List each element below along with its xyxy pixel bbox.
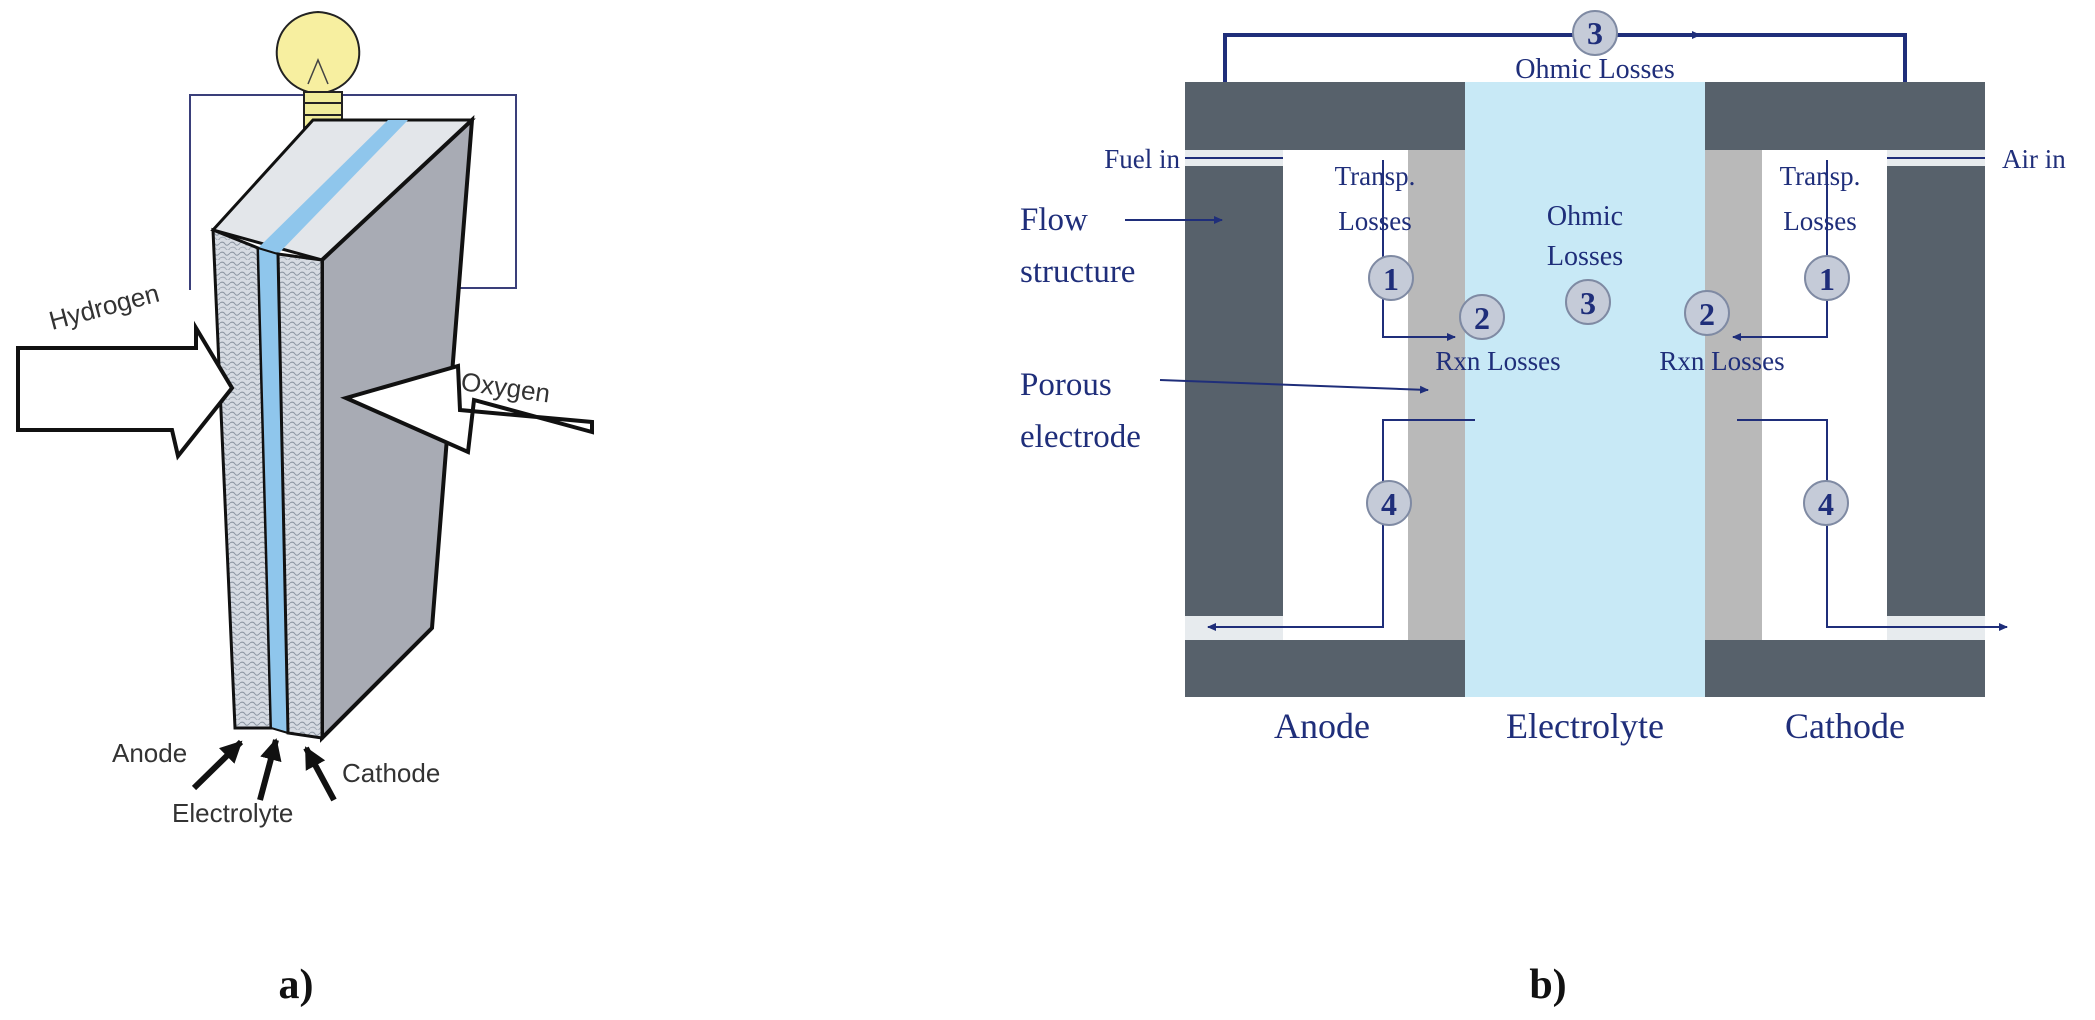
structure-label: structure (1020, 254, 1135, 290)
panel-a-fuel-cell-sketch: Hydrogen Oxygen Anode Electrolyte Cathod… (16, 10, 594, 1008)
anode-transp-losses-label: Losses (1338, 206, 1412, 236)
ohmic-label-center: Ohmic (1547, 201, 1623, 232)
air-in-label: Air in (2002, 144, 2066, 174)
cathode-layer (276, 252, 324, 740)
marker-1-cathode-number: 1 (1819, 261, 1835, 297)
cathode-transport-path (1732, 160, 1828, 341)
anode-transp-label: Transp. (1335, 161, 1416, 191)
marker-4-cathode-number: 4 (1818, 486, 1834, 522)
cathode-plate-top (1705, 82, 1985, 150)
cathode-plate-side (1887, 166, 1985, 616)
electrolyte-label: Electrolyte (172, 798, 293, 828)
flow-label: Flow (1020, 202, 1088, 238)
marker-2-anode (1459, 294, 1505, 340)
electrolyte-bottom-label: Electrolyte (1506, 706, 1664, 746)
cathode-bottom-label: Cathode (1785, 706, 1905, 746)
anode-rxn-losses-label: Rxn Losses (1435, 346, 1560, 376)
marker-4-anode (1366, 480, 1412, 526)
cathode-transp-losses-label: Losses (1783, 206, 1857, 236)
marker-1-cathode (1804, 255, 1850, 301)
oxygen-arrow (340, 363, 594, 455)
marker-1-anode (1368, 255, 1414, 301)
marker-3-top-number: 3 (1587, 15, 1603, 51)
electrolyte-region (1465, 82, 1705, 697)
ohmic-losses-label-center: Losses (1547, 241, 1623, 272)
electrolyte-pointer-arrow (257, 738, 282, 801)
porous-electrode-pointer (1159, 379, 1429, 394)
anode-bottom-label: Anode (1274, 706, 1370, 746)
caption-a: a) (279, 962, 314, 1008)
marker-3-center-number: 3 (1580, 285, 1596, 321)
cathode-plate-bottom (1705, 640, 1985, 697)
hydrogen-arrow (16, 320, 235, 461)
porous-label: Porous (1020, 367, 1112, 403)
anode-label: Anode (112, 738, 187, 768)
cathode-pointer-arrow (303, 746, 337, 802)
cathode-transp-label: Transp. (1780, 161, 1861, 191)
panel-b-loss-schematic: 3 Ohmic Losses Fuel in Air in Flow struc… (1020, 10, 2066, 1008)
anode-transport-path (1382, 160, 1456, 341)
ohmic-losses-top-label: Ohmic Losses (1515, 54, 1674, 85)
marker-2-cathode-number: 2 (1699, 296, 1715, 332)
marker-3-center (1565, 279, 1611, 325)
fuel-in-label: Fuel in (1104, 144, 1180, 174)
caption-b: b) (1529, 962, 1566, 1008)
anode-plate-bottom (1185, 640, 1465, 697)
cathode-rxn-losses-label: Rxn Losses (1659, 346, 1784, 376)
marker-2-anode-number: 2 (1474, 300, 1490, 336)
circuit-wire (189, 94, 517, 290)
marker-4-cathode (1803, 480, 1849, 526)
anode-porous-electrode (1408, 150, 1465, 640)
marker-3-top (1572, 10, 1618, 56)
hydrogen-label: Hydrogen (46, 278, 163, 336)
anode-plate-side (1185, 166, 1283, 616)
electrode-label: electrode (1020, 419, 1141, 455)
anode-pointer-arrow (191, 739, 244, 791)
marker-4-anode-number: 4 (1381, 486, 1397, 522)
cathode-label: Cathode (342, 758, 440, 788)
anode-plate-top (1185, 82, 1465, 150)
marker-2-cathode (1684, 290, 1730, 336)
marker-1-anode-number: 1 (1383, 261, 1399, 297)
cathode-porous-electrode (1705, 150, 1762, 640)
external-circuit-line (1223, 33, 1907, 82)
